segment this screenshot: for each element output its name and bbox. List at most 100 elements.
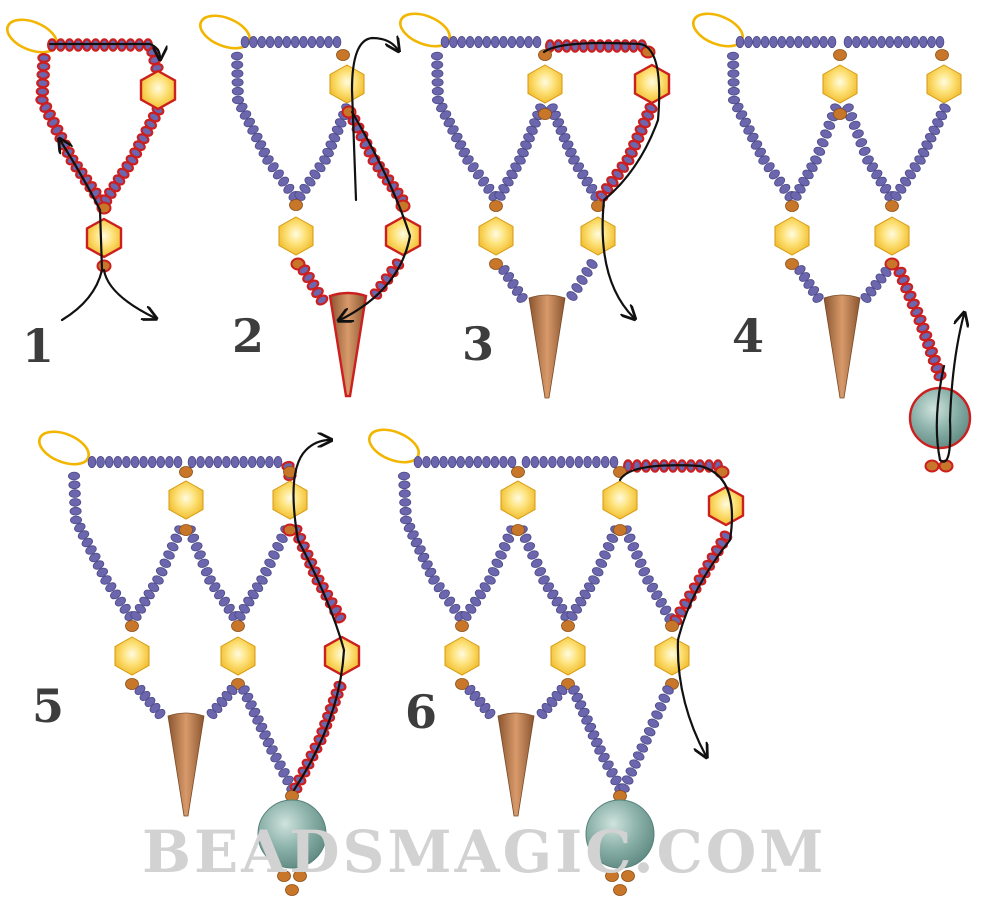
- seed-bead-icon: [85, 545, 97, 555]
- seed-bead-icon: [511, 286, 524, 296]
- round-bead-icon: [538, 49, 552, 61]
- bicone-bead-icon: [168, 480, 204, 520]
- seed-bead-icon: [527, 550, 539, 560]
- seed-bead-icon: [578, 39, 589, 53]
- bicone-bead-icon: [500, 480, 536, 520]
- seed-bead-icon: [449, 603, 461, 614]
- seed-bead-icon: [324, 36, 333, 49]
- seed-bead-icon: [498, 542, 511, 552]
- seed-bead-icon: [239, 110, 252, 120]
- loop-icon: [6, 18, 58, 54]
- seed-bead-icon: [449, 36, 458, 49]
- seed-bead-icon: [599, 550, 611, 560]
- round-bead-icon: [621, 870, 635, 882]
- seed-bead-icon: [431, 86, 444, 96]
- seed-bead-icon: [196, 455, 205, 468]
- seed-bead-icon: [399, 506, 412, 516]
- seed-bead-icon: [566, 291, 578, 301]
- seed-bead-icon: [727, 51, 739, 61]
- arrow-icon: [935, 314, 964, 463]
- seed-bead-icon: [727, 69, 740, 78]
- seed-bead-icon: [594, 745, 606, 755]
- seed-bead-icon: [852, 129, 864, 139]
- seed-bead-icon: [214, 589, 226, 600]
- bicone-bead-icon: [139, 69, 177, 111]
- round-bead-icon: [293, 870, 307, 882]
- round-bead-icon: [231, 620, 245, 632]
- bicone-bead-icon: [602, 480, 638, 520]
- seed-bead-icon: [584, 582, 596, 593]
- seed-bead-icon: [502, 176, 514, 187]
- seed-bead-icon: [750, 140, 763, 150]
- seed-bead-icon: [499, 36, 508, 49]
- seed-bead-icon: [810, 155, 822, 165]
- seed-bead-icon: [399, 498, 412, 507]
- seed-bead-icon: [620, 39, 631, 53]
- seed-bead-icon: [460, 611, 472, 621]
- step-number-4: 4: [732, 309, 764, 363]
- seed-bead-icon: [735, 110, 748, 120]
- seed-bead-icon: [548, 455, 557, 468]
- round-bead-icon: [277, 870, 291, 882]
- seed-bead-icon: [238, 603, 250, 614]
- seed-bead-icon: [576, 275, 588, 285]
- bicone-bead-icon: [272, 480, 308, 520]
- seed-bead-icon: [439, 455, 448, 468]
- round-bead-icon: [833, 108, 847, 120]
- seed-bead-icon: [398, 480, 411, 490]
- seed-bead-icon: [921, 140, 933, 150]
- seed-bead-icon: [252, 715, 264, 725]
- seed-bead-icon: [315, 294, 329, 306]
- seed-bead-icon: [238, 685, 250, 695]
- seed-bead-icon: [438, 589, 450, 600]
- seed-bead-icon: [147, 455, 157, 468]
- seed-bead-icon: [268, 550, 280, 560]
- seed-bead-icon: [845, 112, 858, 122]
- seed-bead-icon: [307, 36, 317, 49]
- seed-bead-icon: [165, 455, 174, 468]
- seed-bead-icon: [659, 605, 672, 616]
- seed-bead-icon: [247, 589, 259, 600]
- seed-bead-icon: [68, 489, 81, 498]
- seed-bead-icon: [823, 120, 836, 130]
- seed-bead-icon: [398, 489, 411, 498]
- round-bead-icon: [285, 884, 299, 896]
- seed-bead-icon: [625, 767, 638, 777]
- round-bead-icon: [125, 620, 139, 632]
- bicone-bead-icon: [874, 216, 910, 256]
- seed-bead-icon: [204, 575, 216, 585]
- seed-bead-icon: [754, 147, 767, 158]
- seed-bead-icon: [858, 146, 871, 156]
- seed-bead-icon: [852, 36, 861, 49]
- seed-bead-icon: [304, 176, 316, 187]
- seed-bead-icon: [454, 140, 467, 150]
- seed-bead-icon: [498, 265, 510, 275]
- seed-bead-icon: [877, 36, 886, 49]
- seed-bead-icon: [532, 36, 542, 49]
- bicone-bead-icon: [550, 636, 586, 676]
- seed-bead-icon: [472, 169, 484, 180]
- round-bead-icon: [613, 884, 627, 896]
- step-numbers-group: 1 2 3 4 5 6: [22, 309, 764, 739]
- seed-bead-icon: [272, 169, 284, 180]
- seed-bead-icon: [790, 191, 802, 201]
- seed-bead-icon: [451, 132, 463, 143]
- seed-bead-icon: [166, 542, 179, 552]
- seed-bead-icon: [777, 36, 787, 49]
- seed-bead-icon: [400, 515, 412, 525]
- seed-bead-icon: [583, 455, 592, 468]
- step-1-diagram: [6, 18, 177, 322]
- seed-bead-icon: [904, 169, 916, 180]
- seed-bead-icon: [802, 36, 812, 49]
- seed-bead-icon: [265, 36, 275, 49]
- seed-bead-icon: [658, 693, 671, 703]
- seed-bead-icon: [638, 567, 651, 577]
- seed-bead-icon: [130, 611, 142, 621]
- seed-bead-icon: [551, 596, 563, 607]
- seed-bead-icon: [662, 685, 674, 695]
- seed-bead-icon: [240, 36, 250, 49]
- seed-bead-icon: [606, 533, 619, 543]
- seed-bead-icon: [813, 146, 826, 156]
- seed-bead-icon: [264, 558, 276, 568]
- arrow-icon: [618, 464, 734, 756]
